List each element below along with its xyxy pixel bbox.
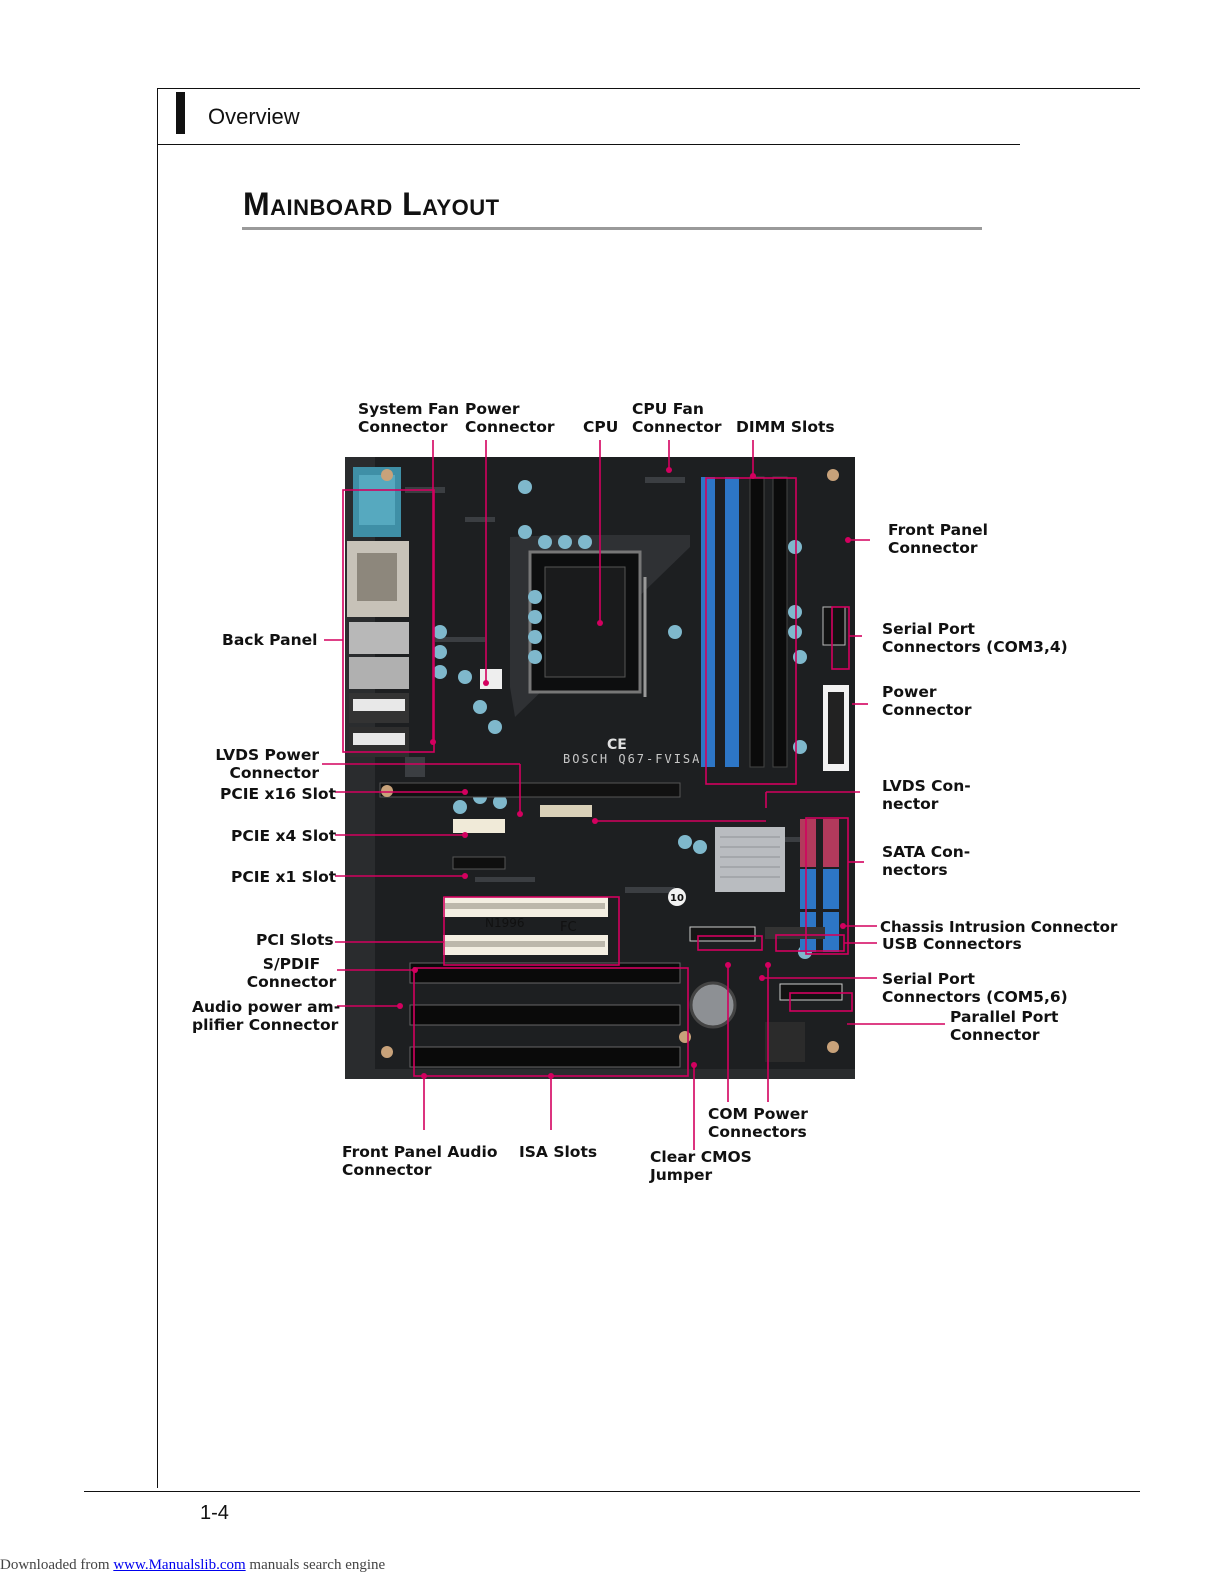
label-back-panel: Back Panel: [222, 631, 318, 649]
ce-mark: CE: [607, 737, 627, 753]
label-pcie-x16-slot: PCIE x16 Slot: [220, 785, 336, 803]
title-rule: [242, 227, 982, 230]
label-chassis-intrusion-connector: Chassis Intrusion Connector: [880, 918, 1118, 936]
page-number: 1-4: [200, 1502, 229, 1524]
download-note: Downloaded from www.Manualslib.com manua…: [0, 1557, 385, 1574]
bios-badge-text: 10: [670, 893, 684, 904]
pci-label-text: N1996: [485, 916, 525, 930]
footer-rule: [84, 1491, 1140, 1492]
download-suffix: manuals search engine: [245, 1557, 386, 1573]
fc-mark: FC: [560, 920, 577, 935]
frame-top-rule: [157, 88, 1140, 89]
frame-left-rule: [157, 88, 158, 1488]
label-usb-connectors: USB Connectors: [882, 935, 1022, 953]
section-title: Overview: [208, 104, 300, 129]
download-prefix: Downloaded from: [0, 1557, 114, 1573]
label-audio-power-amplifier-connector: Audio power am-plifier Connector: [192, 998, 341, 1034]
label-isa-slots: ISA Slots: [519, 1143, 598, 1161]
section-rule: [157, 144, 1020, 145]
label-pcie-x1-slot: PCIE x1 Slot: [231, 868, 337, 886]
label-pci-slots: PCI Slots: [256, 931, 334, 949]
label-pcie-x4-slot: PCIE x4 Slot: [231, 827, 337, 845]
page-title: Mainboard Layout: [243, 186, 500, 222]
mainboard-photo: BOSCH Q67-FVISA CE N1996 FC 10: [345, 457, 855, 1079]
label-dimm-slots: DIMM Slots: [736, 418, 835, 436]
label-lvds-connector: LVDS Con-nector: [882, 777, 971, 813]
manualslib-link[interactable]: www.Manualslib.com: [113, 1557, 246, 1573]
section-marker: [176, 92, 185, 134]
label-sata-connectors: SATA Con-nectors: [882, 843, 971, 879]
label-cpu: CPU: [583, 418, 619, 436]
board-model-text: BOSCH Q67-FVISA: [563, 752, 701, 766]
